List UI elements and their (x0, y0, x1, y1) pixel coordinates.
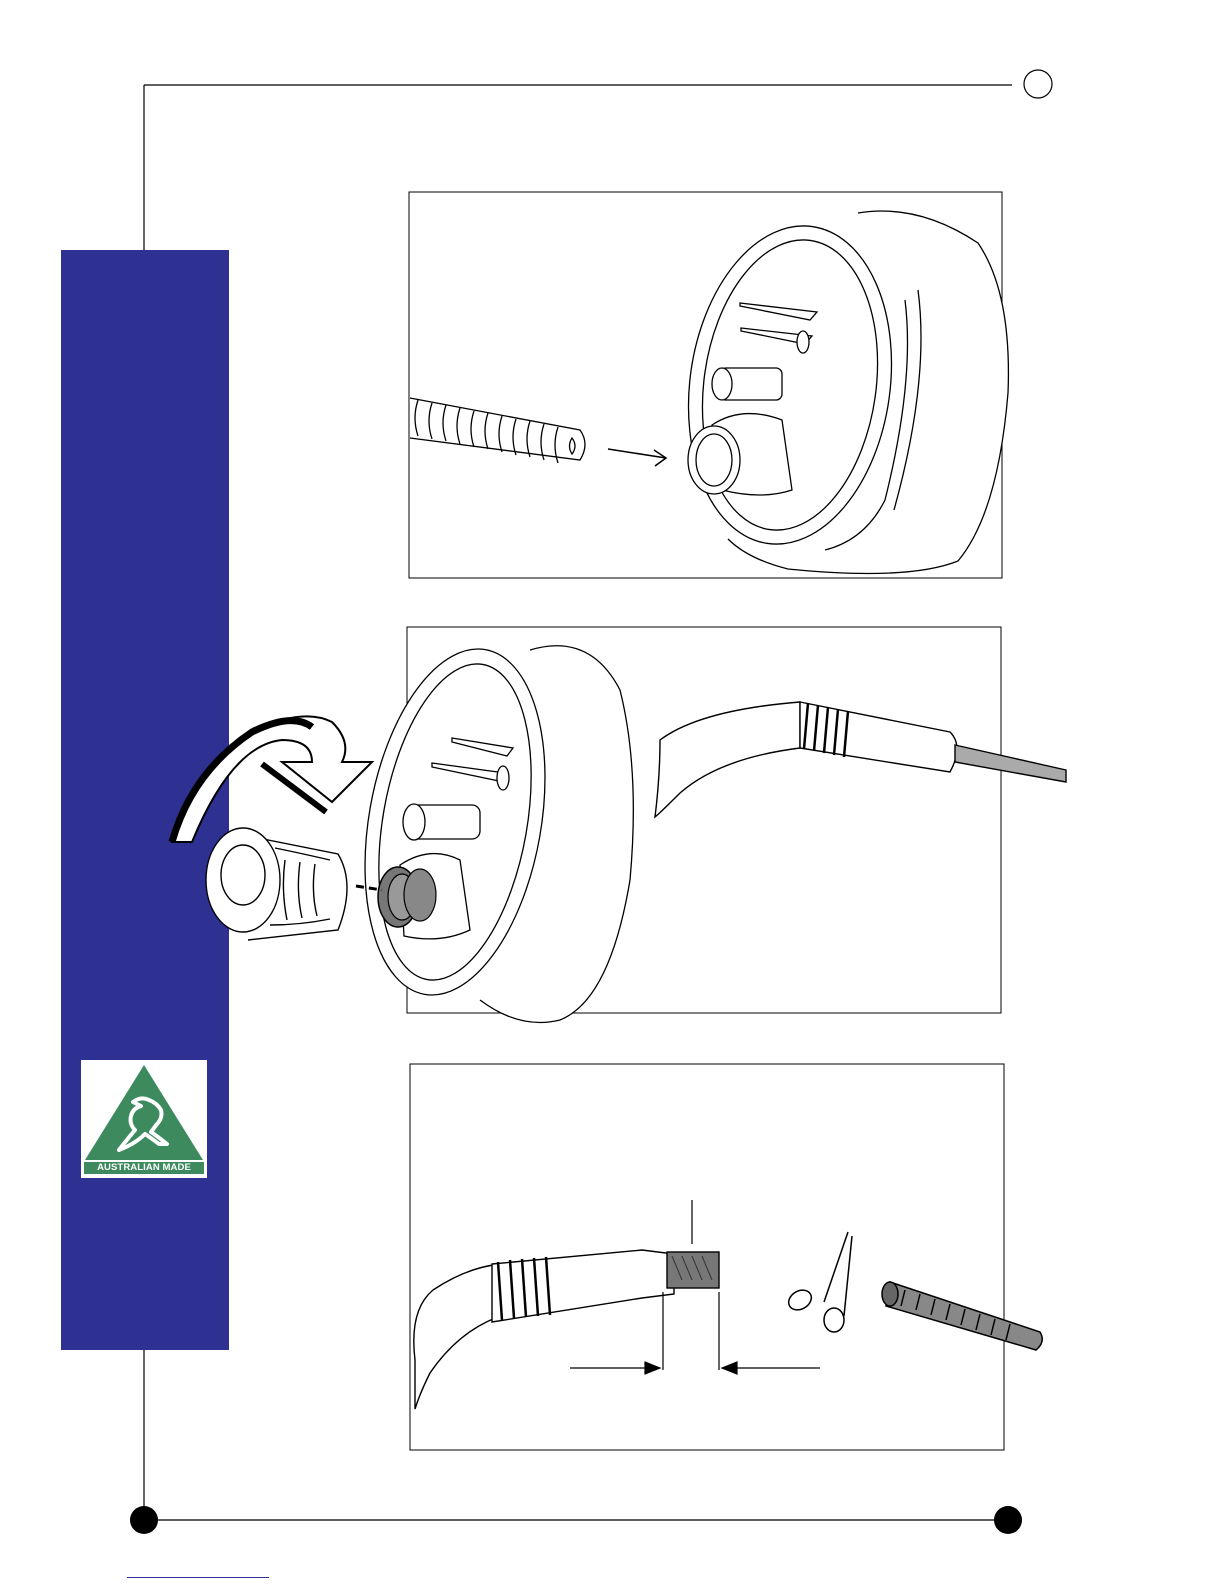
panel-fit-cap (172, 627, 1066, 1023)
panel-trim-cord (410, 1064, 1042, 1450)
end-cap-icon (206, 828, 347, 940)
footer-link-underline (127, 1577, 269, 1578)
corner-dot-right-icon (994, 1506, 1022, 1534)
dark-grommet-icon (378, 867, 436, 927)
corner-dot-left-icon (130, 1506, 158, 1534)
rotate-arrow-icon (172, 716, 372, 842)
panel-insert-tube (409, 192, 1008, 578)
grommet-fitting-icon (340, 635, 633, 1023)
corner-circle-icon (1024, 70, 1052, 98)
